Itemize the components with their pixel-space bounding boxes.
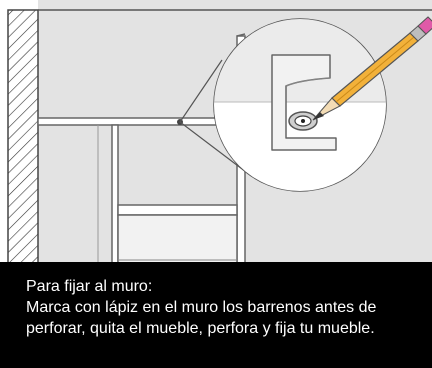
wall-section <box>7 9 432 276</box>
wall-mount-illustration <box>7 0 432 276</box>
caption-line-2: perforar, quita el mueble, perfora y fij… <box>26 320 375 337</box>
pencil-icon <box>312 16 432 121</box>
instruction-caption: Para fijar al muro: Marca con lápiz en e… <box>0 262 432 368</box>
callout-lines <box>179 59 251 176</box>
caption-title: Para fijar al muro: <box>26 278 153 295</box>
caption-line-1: Marca con lápiz en el muro los barrenos … <box>26 299 377 316</box>
furniture <box>37 33 247 276</box>
wall-bracket-icon <box>271 54 337 151</box>
